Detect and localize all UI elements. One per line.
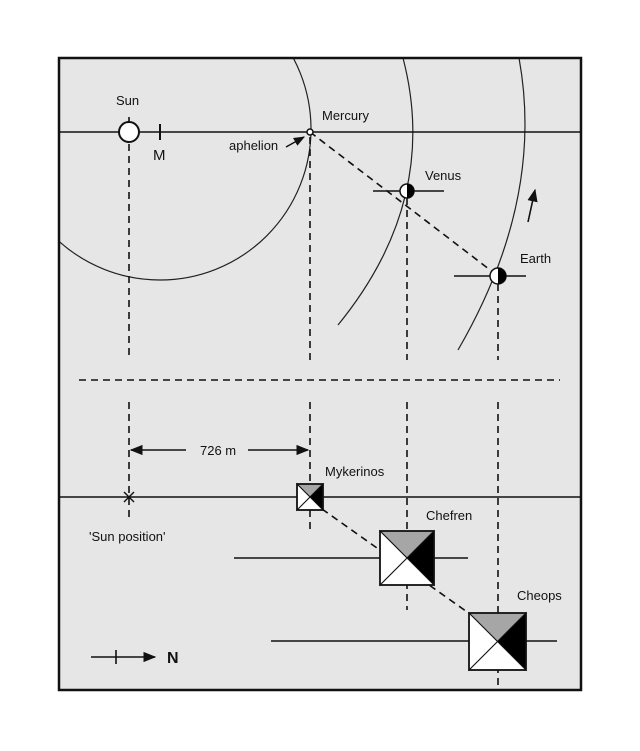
venus-label: Venus (425, 168, 462, 183)
pyramid-outline (296, 483, 324, 511)
earth-label: Earth (520, 251, 551, 266)
chefren-label: Chefren (426, 508, 472, 523)
aphelion-label: aphelion (229, 138, 278, 153)
mykerinos-label: Mykerinos (325, 464, 385, 479)
pyramid-outline (468, 612, 527, 671)
diagram-frame (57, 56, 583, 692)
mykerinos-pyramid (295, 482, 325, 512)
distance-label: 726 m (200, 443, 236, 458)
sun-position-cross (123, 491, 135, 503)
planet-alignment-line (309, 131, 499, 277)
earth-symbol (489, 267, 507, 285)
mercury-label: Mercury (322, 108, 369, 123)
m-marker-label: M (153, 147, 166, 164)
sun-symbol (118, 121, 140, 143)
cheops-pyramid (467, 611, 528, 672)
earth-orbit (457, 59, 526, 351)
orbit-direction-arrow (527, 188, 538, 223)
pyramid-outline (379, 530, 435, 586)
mercury-symbol (306, 128, 314, 136)
aphelion-arrow (285, 136, 305, 148)
north-label: N (167, 650, 179, 667)
sun-label: Sun (116, 93, 139, 108)
sun-position-label: 'Sun position' (89, 529, 166, 544)
venus-symbol (399, 183, 415, 199)
cheops-label: Cheops (517, 588, 562, 603)
chefren-pyramid (378, 529, 436, 587)
